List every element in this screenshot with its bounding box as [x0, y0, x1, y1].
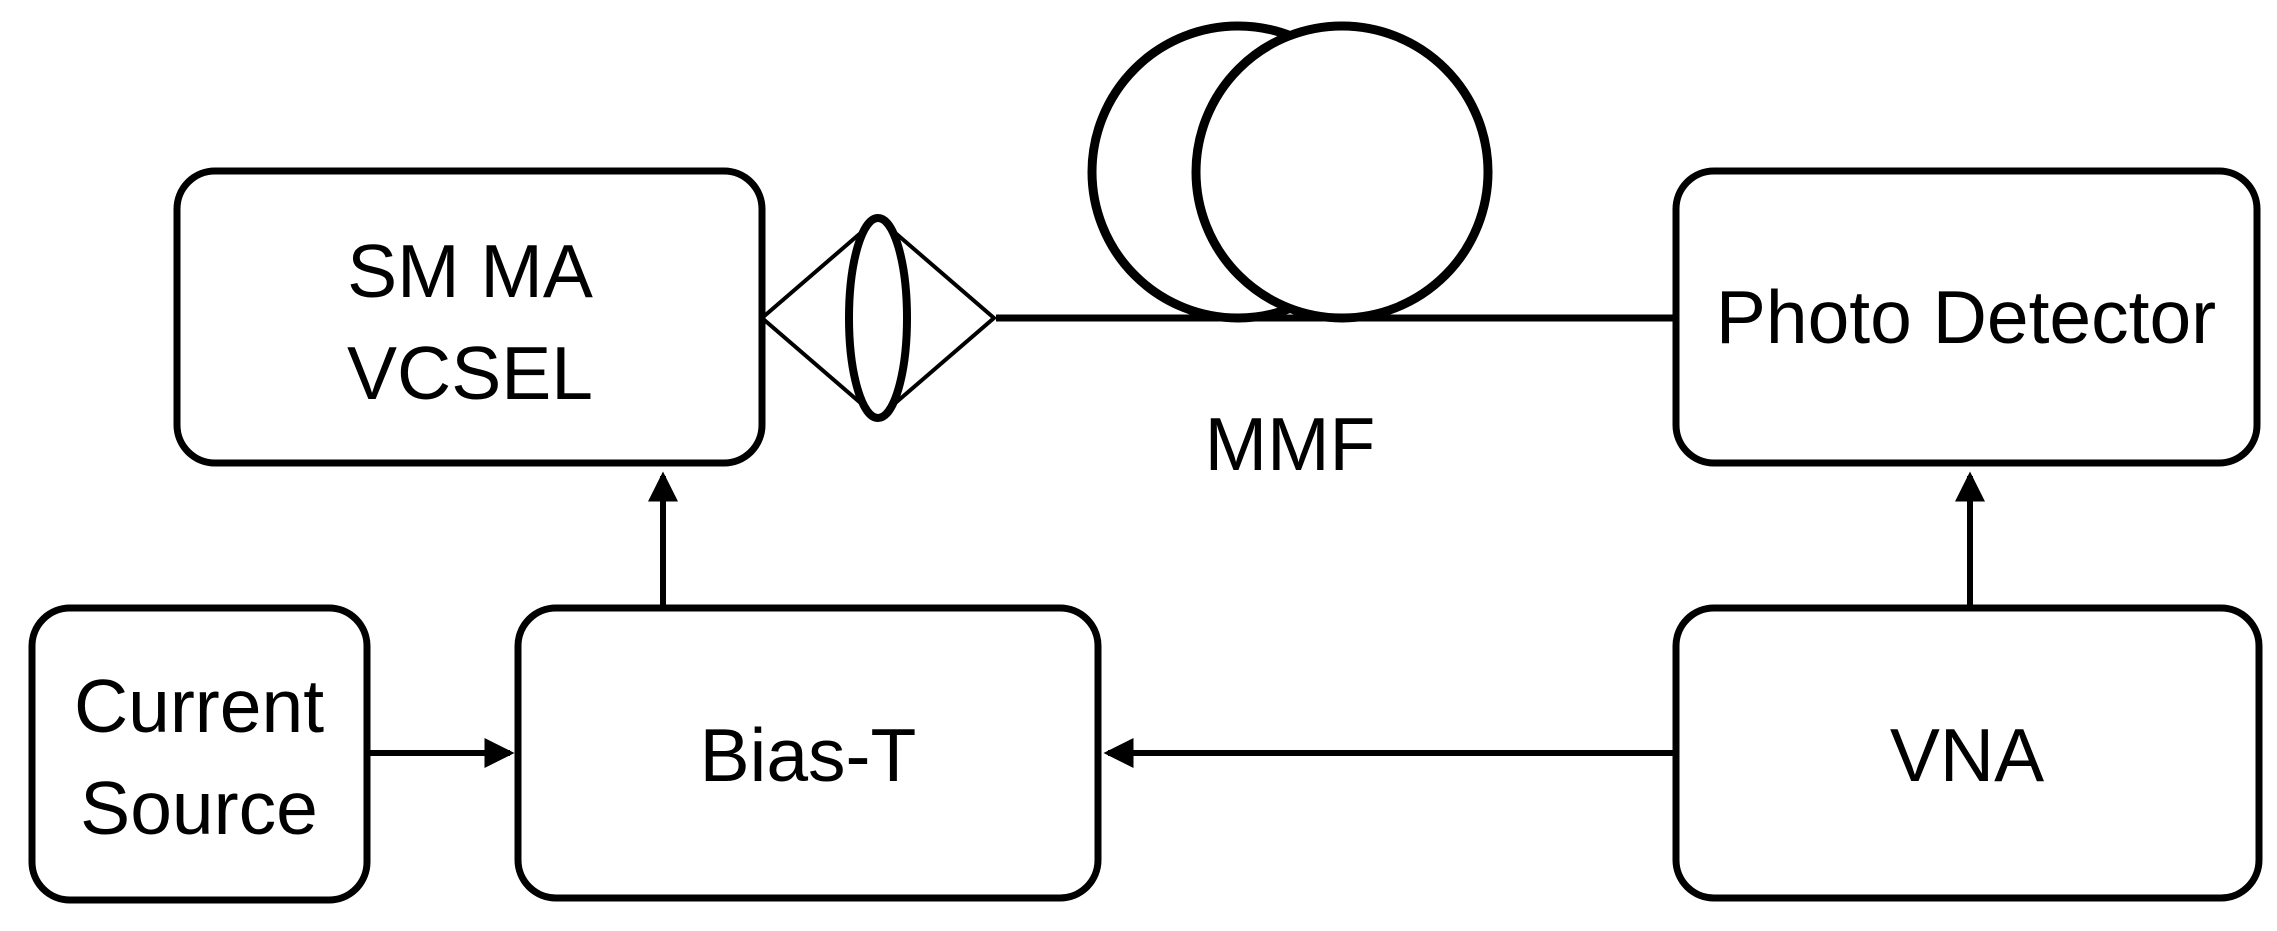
fiber-coil-icon	[1087, 21, 1493, 323]
current-source-label-line1: Current	[74, 664, 324, 748]
lens-ray-diamond	[758, 215, 998, 421]
bias-t-label: Bias-T	[700, 713, 917, 797]
lens-icon	[758, 214, 998, 422]
node-current-source: Current Source	[28, 604, 371, 904]
node-vcsel: SM MA VCSEL	[173, 167, 766, 467]
current-source-label-line2: Source	[80, 766, 318, 850]
vcsel-label-line2: VCSEL	[347, 331, 593, 415]
node-bias-t: Bias-T	[514, 604, 1102, 902]
bias-t-box	[514, 604, 1102, 902]
vcsel-box	[173, 167, 766, 467]
vna-box	[1672, 604, 2263, 902]
node-vna: VNA	[1672, 604, 2263, 902]
fiber-label: MMF	[1205, 402, 1376, 486]
lens-ellipse	[845, 214, 911, 422]
vna-label: VNA	[1890, 713, 2044, 797]
fiber-coil-right-loop	[1191, 21, 1493, 323]
current-source-box	[28, 604, 371, 904]
vcsel-label-line1: SM MA	[347, 229, 593, 313]
photo-detector-label: Photo Detector	[1716, 275, 2216, 359]
node-photo-detector: Photo Detector	[1672, 167, 2261, 467]
photo-detector-box	[1672, 167, 2261, 467]
